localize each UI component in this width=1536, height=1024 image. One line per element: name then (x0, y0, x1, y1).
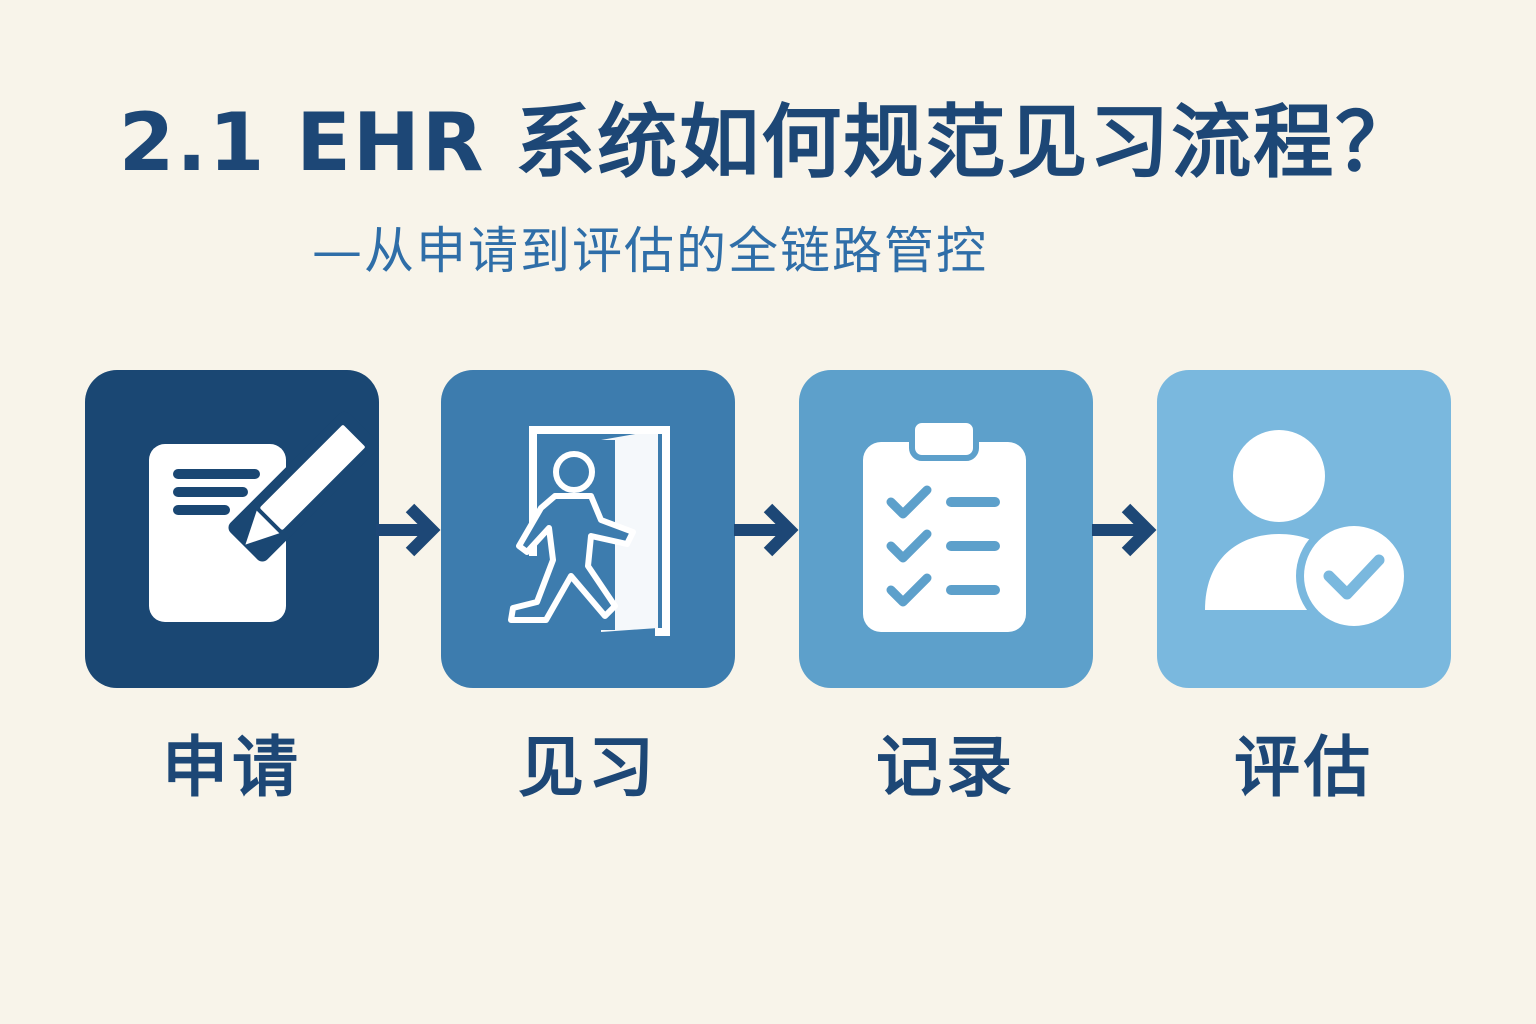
step-label-record: 记录 (876, 729, 1016, 806)
page-subtitle: —从申请到评估的全链路管控 (312, 222, 988, 280)
page-title: 2.1 EHR 系统如何规范见习流程？ (118, 96, 1418, 189)
step-label-internship: 见习 (518, 729, 658, 806)
step-apply-card (85, 370, 379, 688)
step-evaluate-card (1157, 370, 1451, 688)
arrow-right-icon (734, 503, 799, 557)
arrow-right-icon (1092, 503, 1157, 557)
step-record-card (799, 370, 1093, 688)
user-check-icon (1205, 430, 1412, 634)
step-label-apply: 申请 (162, 729, 302, 806)
clipboard-checklist-icon (863, 417, 1026, 632)
step-label-evaluate: 评估 (1234, 729, 1374, 806)
person-walking-through-door-icon (508, 426, 670, 636)
document-pencil-icon (149, 411, 379, 622)
step-internship-card (441, 370, 735, 688)
arrow-right-icon (376, 503, 441, 557)
